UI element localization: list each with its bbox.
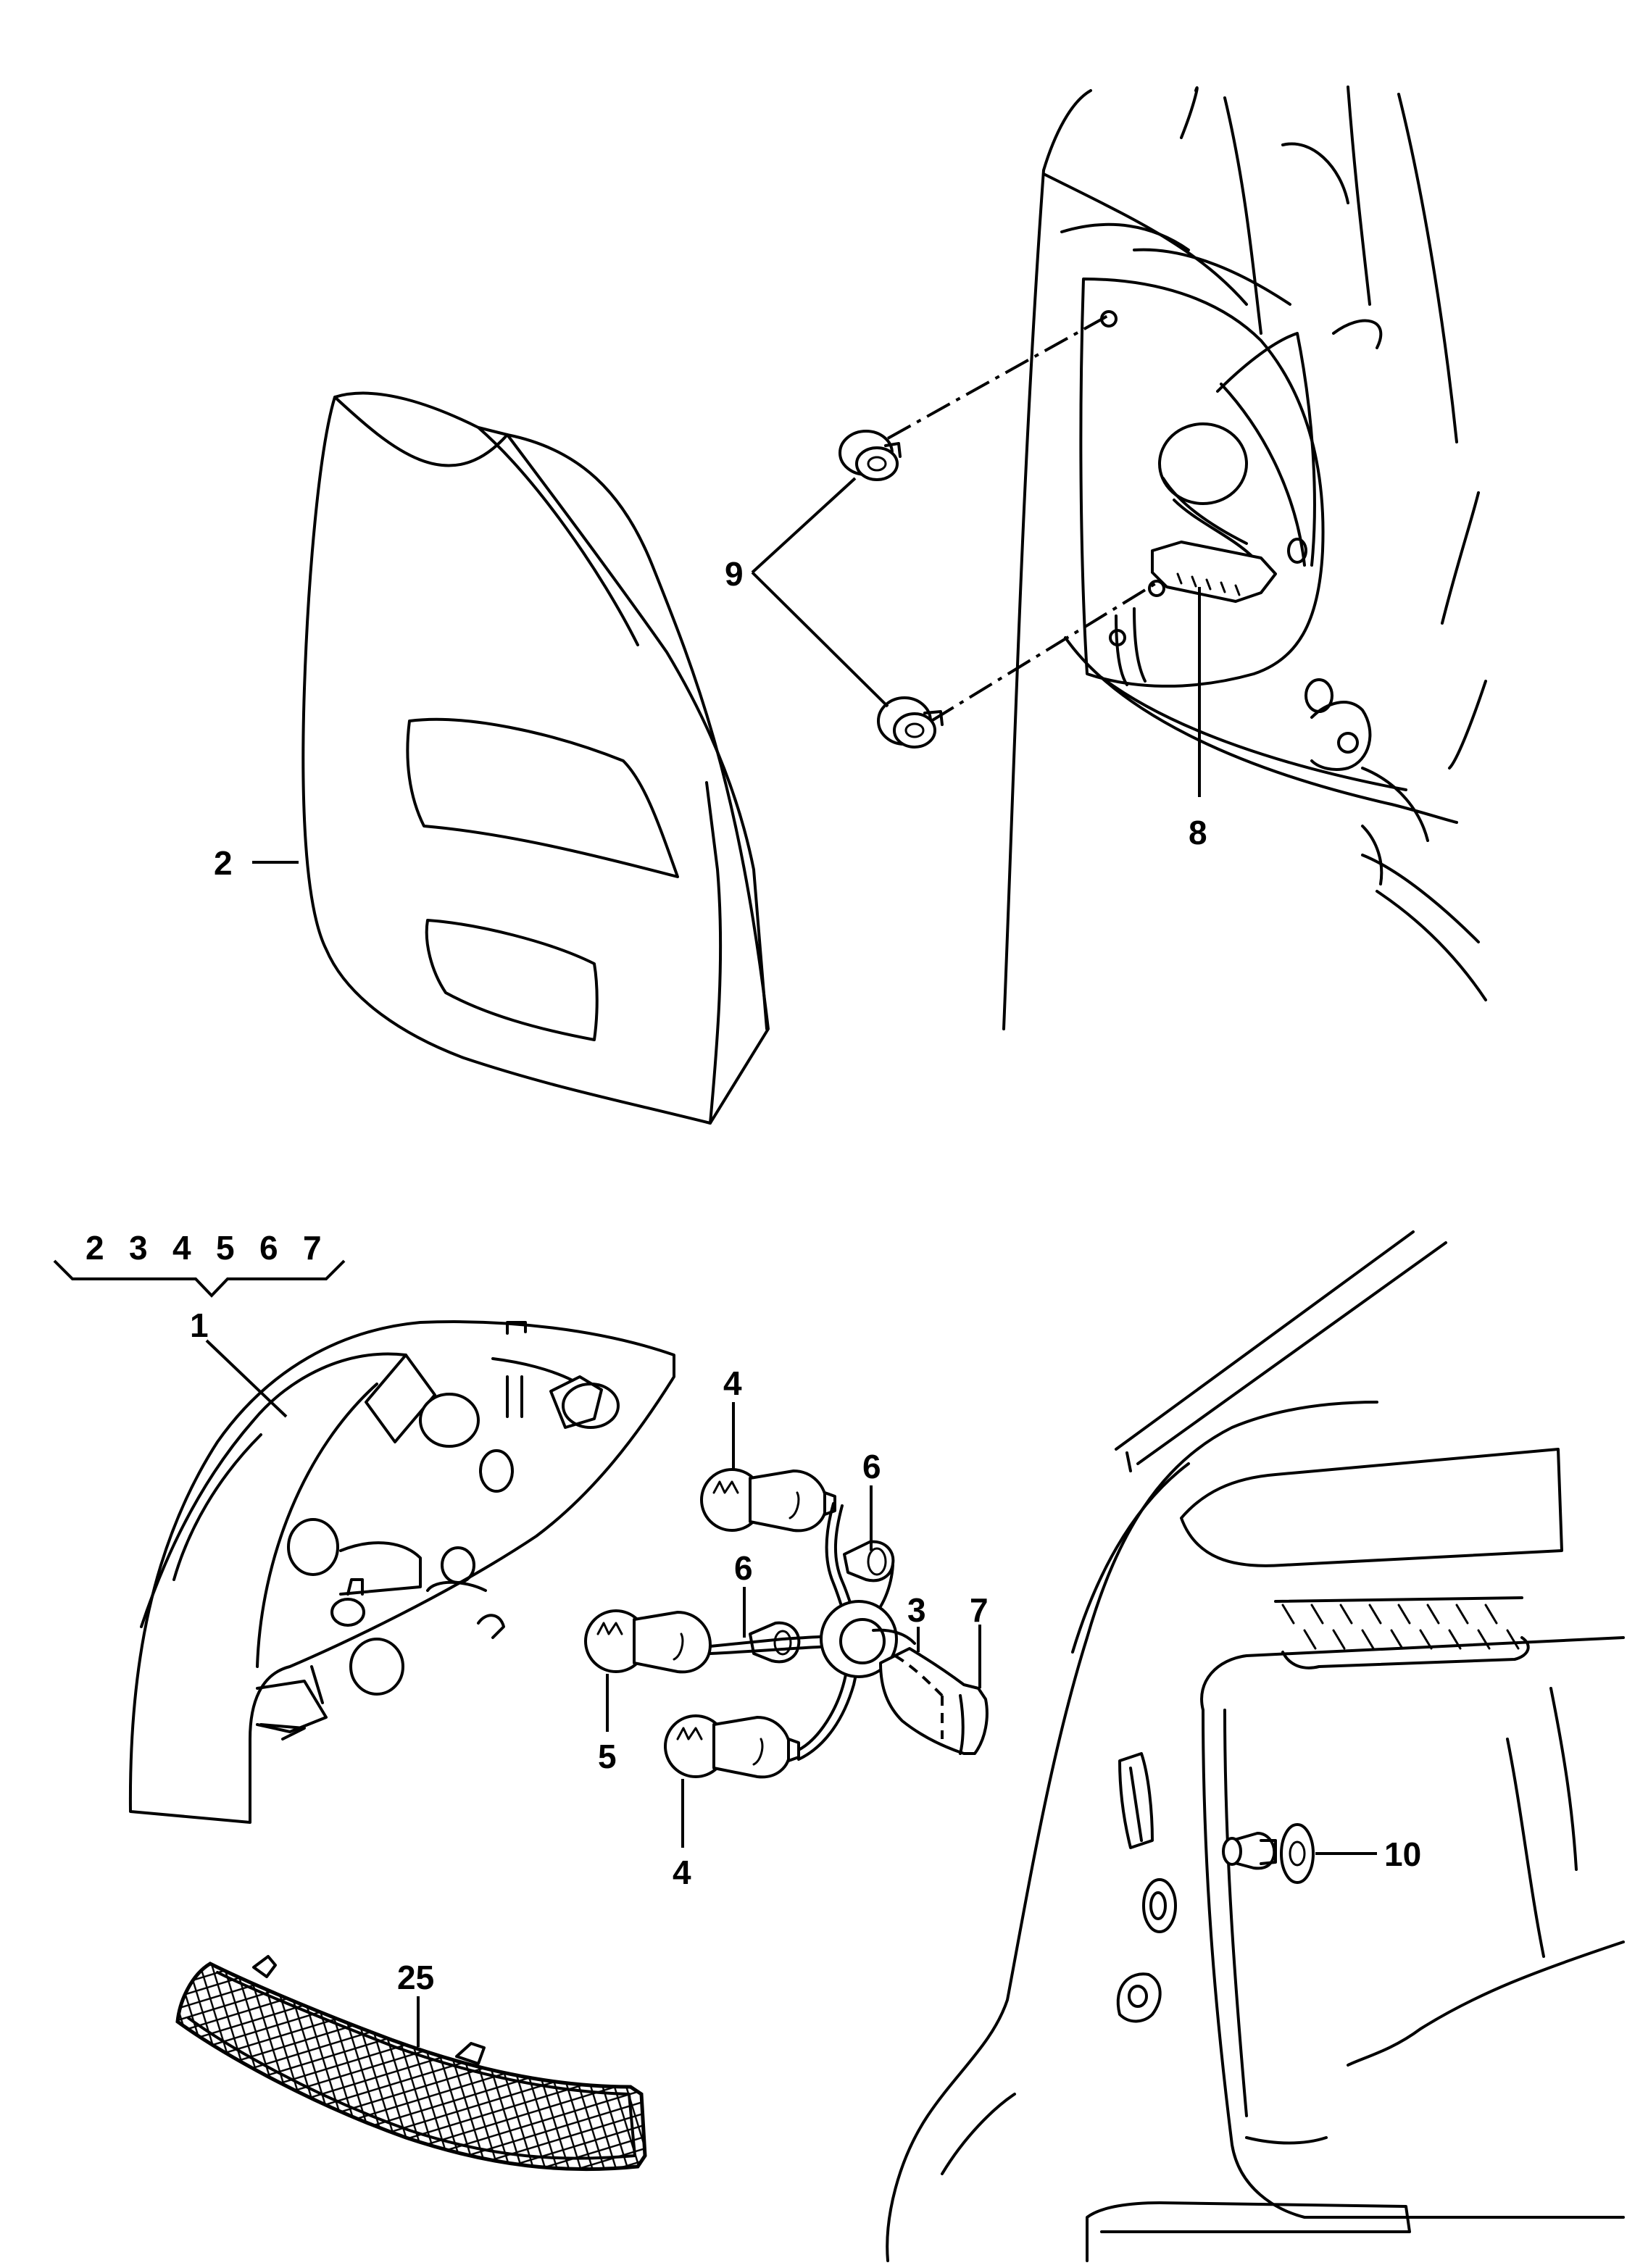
kit-label-6: 6 [259, 1229, 278, 1267]
bulb-lower-part-4 [664, 1714, 800, 1779]
fastener-part-10 [1222, 1823, 1315, 1884]
kit-label-3: 3 [129, 1229, 148, 1267]
callout-8: 8 [1189, 814, 1207, 851]
centerline-upper [887, 314, 1110, 440]
callout-10: 10 [1384, 1835, 1421, 1873]
grille-part-25 [175, 1955, 647, 2172]
callout-labels: 9 8 2 2 3 4 5 6 7 1 4 6 6 3 7 5 4 10 25 [86, 555, 1421, 1996]
mount-hole-lower [1148, 580, 1165, 597]
grommet-lower-part-9 [877, 696, 944, 749]
lamp-carrier-part-1 [128, 1320, 675, 1824]
callout-25: 25 [397, 1959, 434, 1996]
kit-label-5: 5 [216, 1229, 235, 1267]
mount-hole-upper [1100, 310, 1118, 328]
connector-part-8 [1151, 541, 1277, 603]
kit-label-2: 2 [86, 1229, 104, 1267]
callout-4-upper: 4 [723, 1364, 742, 1402]
callout-7: 7 [970, 1591, 989, 1629]
callout-6-upper: 6 [862, 1448, 881, 1485]
bulb-small-upper-part-6 [843, 1540, 895, 1583]
callout-6-lower: 6 [734, 1549, 753, 1587]
kit-label-4: 4 [172, 1229, 191, 1267]
body-panel-rear-quarter [1002, 86, 1487, 1030]
callout-4-lower: 4 [673, 1854, 691, 1891]
bulb-middle-part-5 [584, 1609, 712, 1674]
bulb-upper-part-4 [700, 1468, 836, 1533]
callout-9: 9 [725, 555, 744, 593]
centerline-lower [930, 582, 1157, 722]
tail-light-housing-part-2 [301, 391, 770, 1125]
body-panel-cargo-area [886, 1230, 1625, 2262]
callout-3: 3 [907, 1591, 926, 1629]
callout-1: 1 [190, 1306, 209, 1344]
leader-lines [53, 477, 1377, 2047]
kit-label-7: 7 [303, 1229, 322, 1267]
callout-5: 5 [598, 1738, 617, 1775]
callout-2: 2 [214, 844, 233, 882]
wiring-harness [709, 1502, 989, 1761]
grommet-upper-part-9 [839, 430, 902, 481]
